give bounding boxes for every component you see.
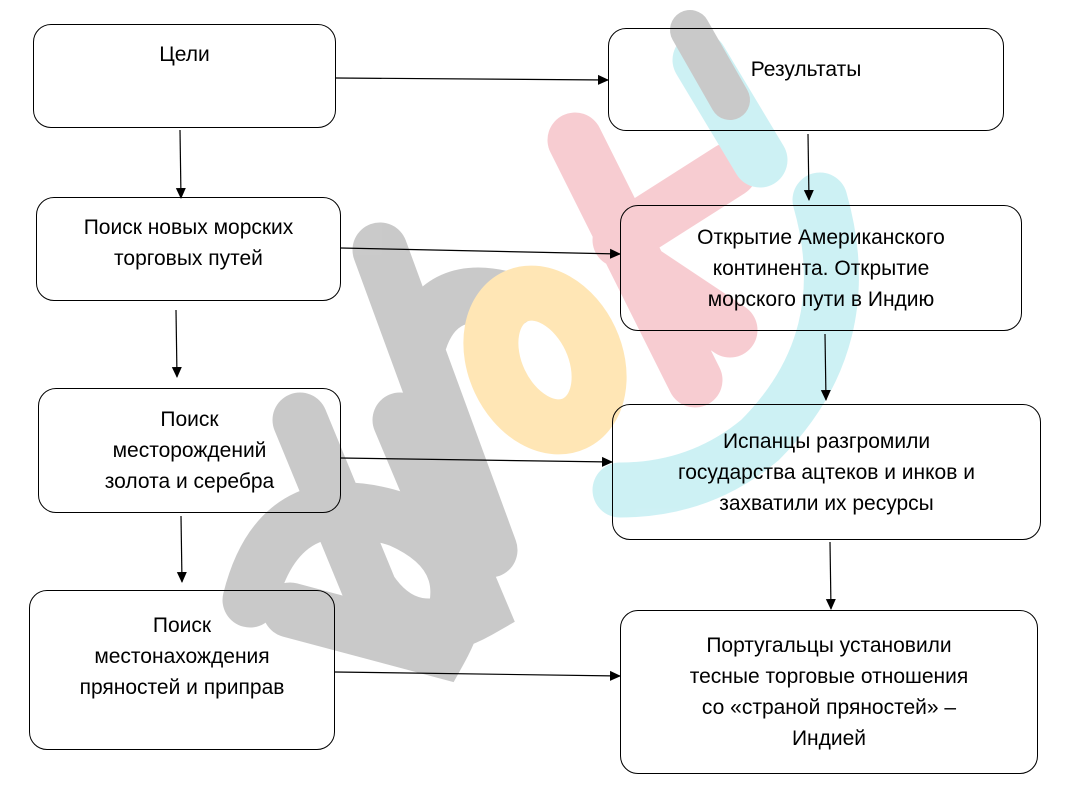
result-box-portugal-india: Португальцы установили тесные торговые о…: [620, 610, 1038, 774]
result-box-aztecs-incas: Испанцы разгромили государства ацтеков и…: [612, 404, 1041, 540]
arrow-results-down-3: [825, 541, 836, 610]
arrow-goals-down-2: [171, 309, 182, 378]
goals-header: Цели: [159, 43, 210, 66]
arrow-goals-down-3: [176, 515, 187, 583]
results-header: Результаты: [750, 58, 862, 81]
arrow-goal3-to-result3: [334, 670, 621, 681]
arrow-goals-to-results: [335, 74, 609, 85]
watermark-letter-i-dot: [670, 10, 750, 120]
arrow-results-down-2: [820, 333, 831, 401]
arrow-goal2-to-result2: [340, 456, 613, 467]
result-text-aztecs-incas: Испанцы разгромили государства ацтеков и…: [678, 429, 975, 515]
goal-text-sea-routes: Поиск новых морских торговых путей: [83, 216, 294, 270]
goal-box-spices: Поиск местонахождения пряностей и припра…: [29, 590, 335, 750]
arrow-goal1-to-result1: [340, 247, 621, 259]
result-text-portugal-india: Португальцы установили тесные торговые о…: [689, 634, 969, 750]
goal-box-gold-silver: Поиск месторождений золота и серебра: [38, 388, 341, 513]
watermark-letter-o: [463, 265, 627, 455]
results-header-box: Результаты: [608, 28, 1004, 131]
result-box-america-india: Открытие Американского континента. Откры…: [620, 205, 1022, 331]
goal-text-spices: Поиск местонахождения пряностей и припра…: [79, 613, 285, 699]
result-text-america-india: Открытие Американского континента. Откры…: [697, 225, 945, 311]
goal-box-sea-routes: Поиск новых морских торговых путей: [36, 197, 341, 301]
goals-header-box: Цели: [33, 24, 336, 128]
goal-text-gold-silver: Поиск месторождений золота и серебра: [104, 408, 275, 493]
arrow-results-down-1: [803, 133, 814, 201]
watermark-letter-u: [272, 392, 515, 654]
arrow-goals-down-1: [175, 129, 186, 199]
